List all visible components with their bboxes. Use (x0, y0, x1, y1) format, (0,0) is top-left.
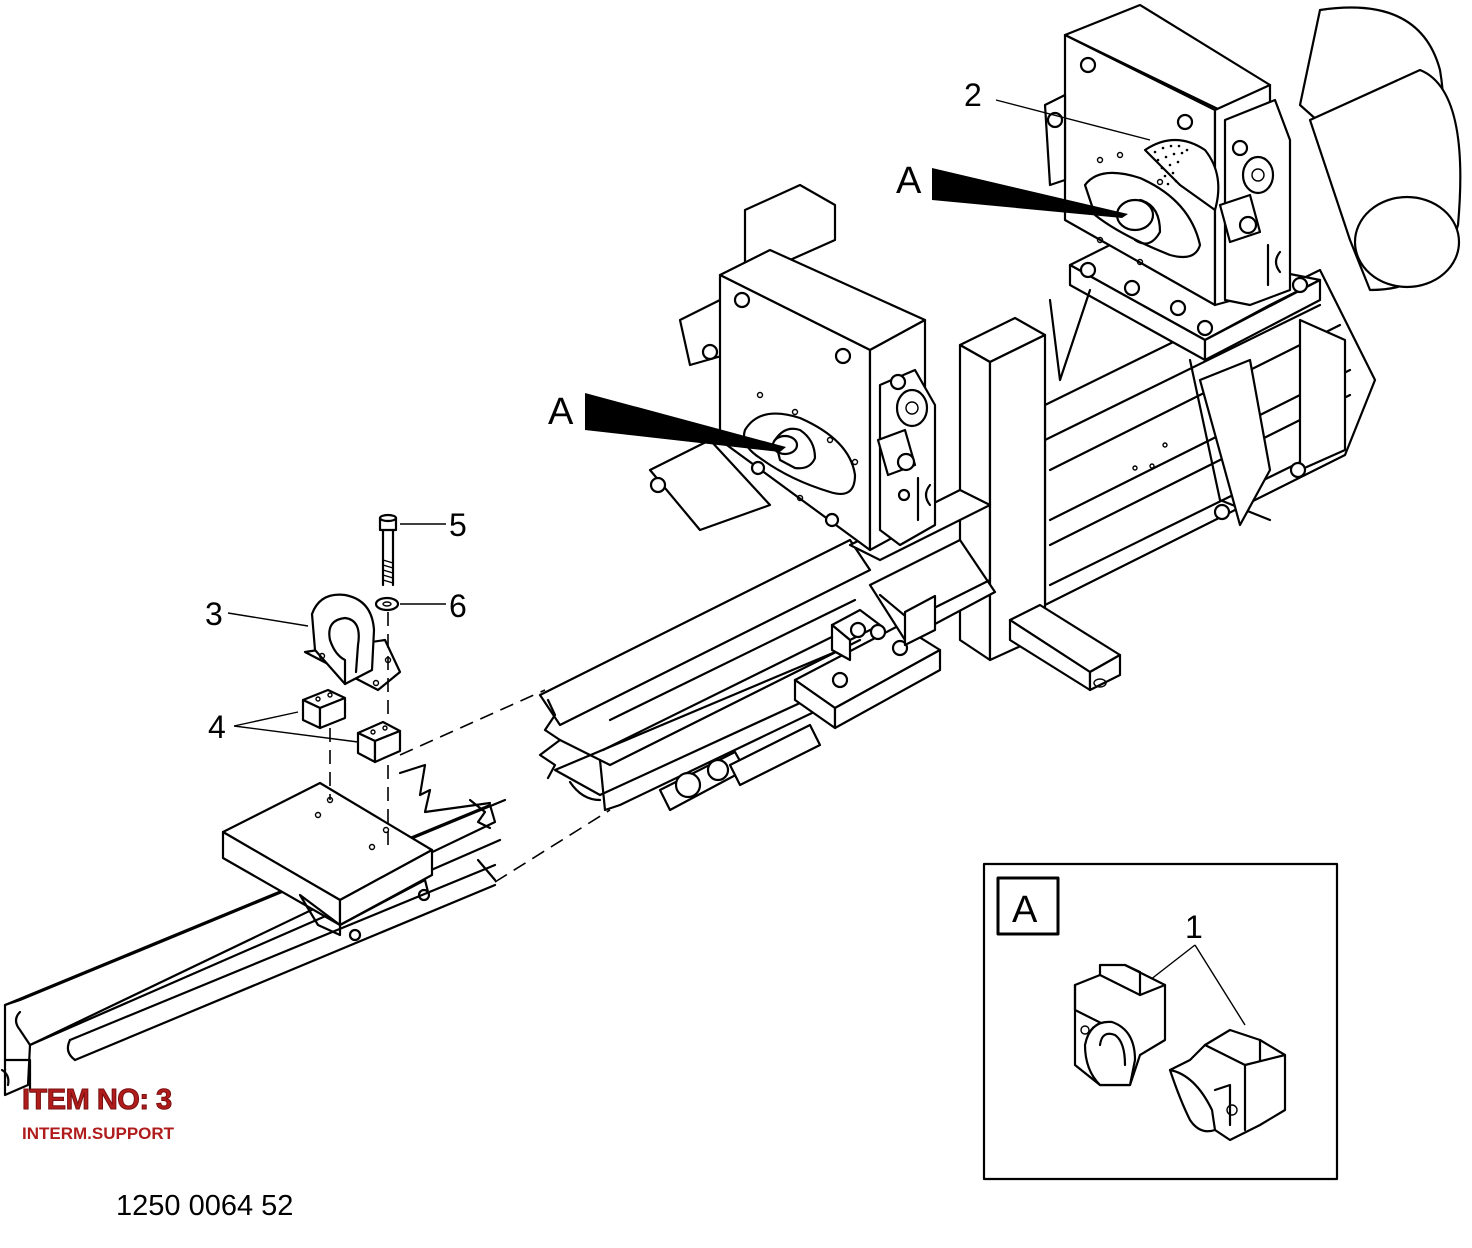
callout-2: 2 (964, 77, 982, 113)
spacer-block (301, 688, 347, 730)
callout-a-lower: A (548, 391, 574, 433)
middle-clamp-unit (648, 183, 937, 552)
spacer-block (356, 720, 402, 764)
exploded-support-parts (301, 513, 611, 883)
item-number-label: ITEM NO: 3 (22, 1084, 173, 1117)
callout-6: 6 (449, 588, 467, 624)
main-rail-assembly (538, 268, 1377, 812)
callout-3: 3 (205, 596, 223, 632)
callout-5: 5 (449, 507, 467, 543)
leader-lines (227, 99, 1246, 1026)
textured-surface (1153, 144, 1189, 186)
callout-a-upper: A (896, 160, 922, 202)
drawing-part-number: 1250 0064 52 (116, 1190, 294, 1222)
item-name-label: INTERM.SUPPORT (22, 1124, 175, 1143)
callout-1: 1 (1185, 909, 1203, 945)
bearing-half (1073, 963, 1167, 1087)
pointer-arrow-lower (585, 393, 786, 452)
detail-a-box: A (982, 862, 1339, 1181)
callout-4: 4 (208, 709, 226, 745)
pointer-arrow-upper (932, 168, 1128, 218)
washer (374, 596, 400, 612)
bearing-half (1168, 1028, 1287, 1142)
upper-clamp-unit (1043, 3, 1462, 527)
lower-rail-section (0, 763, 507, 1097)
bolt (378, 513, 398, 587)
support-bracket (303, 593, 402, 692)
detail-a-label: A (1012, 889, 1038, 931)
